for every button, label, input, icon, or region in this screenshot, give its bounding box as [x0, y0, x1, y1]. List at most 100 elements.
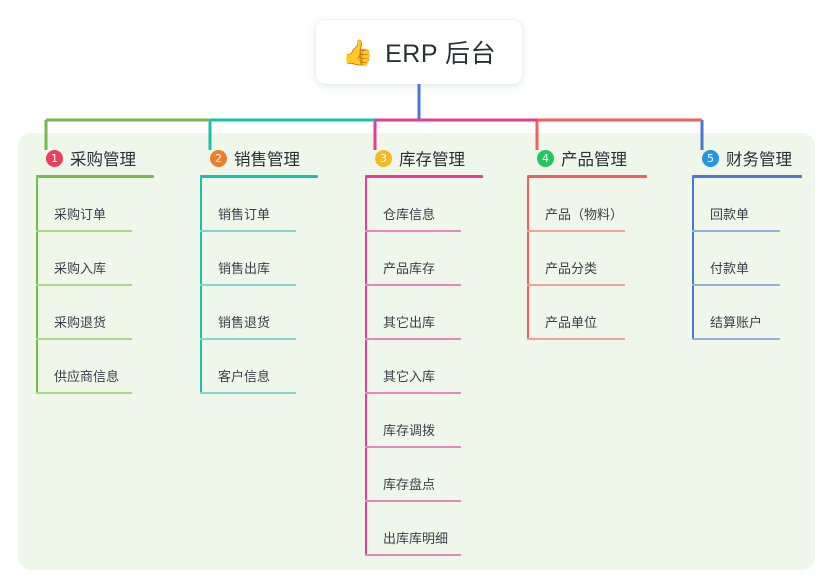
child-node-underline [527, 230, 625, 232]
child-node-underline [36, 284, 132, 286]
child-node-underline [365, 446, 461, 448]
branch-badge-2: 2 [210, 149, 227, 167]
child-node[interactable]: 销售出库 [200, 232, 318, 286]
child-node[interactable]: 采购订单 [36, 178, 154, 232]
child-node-label: 出库库明细 [383, 531, 449, 546]
child-node[interactable]: 库存盘点 [365, 448, 483, 502]
child-node-underline [365, 500, 461, 502]
branch-header-4[interactable]: 4 产品管理 [527, 145, 647, 171]
child-node-label: 销售出库 [218, 261, 271, 276]
diagram-panel [18, 133, 815, 570]
branch-title-3: 库存管理 [399, 151, 465, 169]
child-node[interactable]: 销售退货 [200, 286, 318, 340]
child-node-underline [365, 230, 461, 232]
child-node[interactable]: 结算账户 [692, 286, 802, 340]
branch-children-3: 仓库信息产品库存其它出库其它入库库存调拨库存盘点出库库明细 [365, 178, 483, 556]
root-node[interactable]: 👍 ERP 后台 [316, 20, 522, 84]
branch-title-5: 财务管理 [726, 151, 792, 169]
branch-title-1: 采购管理 [70, 151, 136, 169]
child-node-underline [200, 338, 296, 340]
child-node-underline [36, 338, 132, 340]
child-node-label: 销售订单 [218, 207, 271, 222]
child-node-label: 其它入库 [383, 369, 436, 384]
branch-underline-2 [200, 175, 318, 178]
child-node[interactable]: 库存调拨 [365, 394, 483, 448]
child-node-label: 其它出库 [383, 315, 436, 330]
child-node-label: 销售退货 [218, 315, 271, 330]
child-node-underline [692, 284, 780, 286]
child-node-underline [692, 338, 780, 340]
child-node[interactable]: 出库库明细 [365, 502, 483, 556]
branch-badge-1: 1 [46, 149, 63, 167]
child-node-label: 库存调拨 [383, 423, 436, 438]
child-node-label: 采购退货 [54, 315, 107, 330]
root-node-title: ERP 后台 [385, 40, 497, 68]
child-node-underline [365, 284, 461, 286]
child-node-label: 产品单位 [545, 315, 598, 330]
branch-header-1[interactable]: 1 采购管理 [36, 145, 154, 171]
child-node-underline [200, 392, 296, 394]
branch-badge-4: 4 [537, 149, 554, 167]
child-node[interactable]: 供应商信息 [36, 340, 154, 394]
child-node-underline [200, 230, 296, 232]
child-node-label: 客户信息 [218, 369, 271, 384]
child-node[interactable]: 采购退货 [36, 286, 154, 340]
branch-spine-1 [36, 178, 38, 394]
branch-children-5: 回款单付款单结算账户 [692, 178, 802, 340]
child-node[interactable]: 付款单 [692, 232, 802, 286]
child-node-label: 产品（物料） [545, 207, 624, 222]
child-node[interactable]: 其它入库 [365, 340, 483, 394]
child-node[interactable]: 产品库存 [365, 232, 483, 286]
child-node[interactable]: 销售订单 [200, 178, 318, 232]
branch-spine-5 [692, 178, 694, 340]
child-node[interactable]: 产品分类 [527, 232, 647, 286]
child-node[interactable]: 仓库信息 [365, 178, 483, 232]
child-node-underline [36, 230, 132, 232]
branch-spine-2 [200, 178, 202, 394]
branch-underline-3 [365, 175, 483, 178]
branch-underline-4 [527, 175, 647, 178]
branch-header-2[interactable]: 2 销售管理 [200, 145, 318, 171]
child-node-label: 产品分类 [545, 261, 598, 276]
child-node[interactable]: 回款单 [692, 178, 802, 232]
child-node-underline [365, 392, 461, 394]
branch-badge-3: 3 [375, 149, 392, 167]
branch-1[interactable]: 1 采购管理采购订单采购入库采购退货供应商信息 [36, 145, 154, 394]
child-node-label: 采购订单 [54, 207, 107, 222]
branch-spine-3 [365, 178, 367, 556]
child-node-underline [200, 284, 296, 286]
child-node-underline [692, 230, 780, 232]
branch-title-4: 产品管理 [561, 151, 627, 169]
branch-2[interactable]: 2 销售管理销售订单销售出库销售退货客户信息 [200, 145, 318, 394]
branch-children-1: 采购订单采购入库采购退货供应商信息 [36, 178, 154, 394]
child-node-label: 回款单 [710, 207, 750, 222]
child-node-label: 仓库信息 [383, 207, 436, 222]
child-node[interactable]: 其它出库 [365, 286, 483, 340]
child-node[interactable]: 产品单位 [527, 286, 647, 340]
child-node[interactable]: 产品（物料） [527, 178, 647, 232]
child-node[interactable]: 采购入库 [36, 232, 154, 286]
branch-underline-1 [36, 175, 154, 178]
child-node-underline [365, 338, 461, 340]
branch-header-3[interactable]: 3 库存管理 [365, 145, 483, 171]
thumbs-up-icon: 👍 [341, 37, 374, 67]
branch-children-4: 产品（物料） 产品分类产品单位 [527, 178, 647, 340]
child-node-underline [365, 554, 461, 556]
child-node-label: 采购入库 [54, 261, 107, 276]
child-node-label: 产品库存 [383, 261, 436, 276]
branch-children-2: 销售订单销售出库销售退货客户信息 [200, 178, 318, 394]
child-node-label: 供应商信息 [54, 369, 120, 384]
branch-spine-4 [527, 178, 529, 340]
child-node[interactable]: 客户信息 [200, 340, 318, 394]
branch-4[interactable]: 4 产品管理产品（物料） 产品分类产品单位 [527, 145, 647, 340]
child-node-underline [527, 338, 625, 340]
child-node-underline [36, 392, 132, 394]
branch-3[interactable]: 3 库存管理仓库信息产品库存其它出库其它入库库存调拨库存盘点出库库明细 [365, 145, 483, 556]
root-node-content: 👍 ERP 后台 [342, 34, 496, 70]
child-node-label: 结算账户 [710, 315, 763, 330]
branch-underline-5 [692, 175, 802, 178]
branch-title-2: 销售管理 [234, 151, 300, 169]
child-node-label: 库存盘点 [383, 477, 436, 492]
